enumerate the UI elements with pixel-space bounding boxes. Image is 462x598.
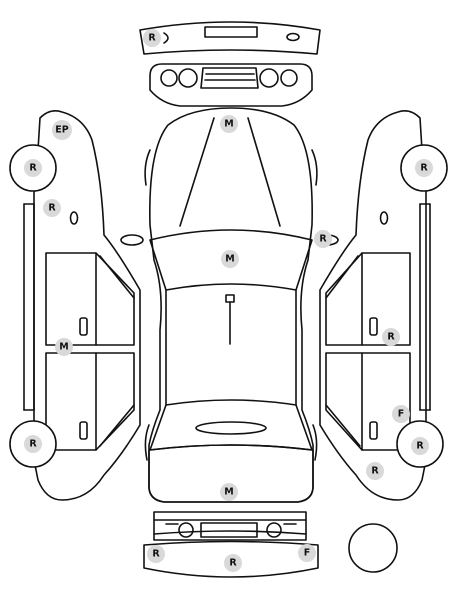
svg-text:R: R bbox=[420, 163, 428, 174]
svg-text:R: R bbox=[29, 163, 37, 174]
marker-left-fender-top[interactable]: EP bbox=[52, 120, 72, 140]
marker-right-front-wheel[interactable]: R bbox=[415, 159, 433, 177]
marker-rear-bumper-center[interactable]: R bbox=[224, 554, 242, 572]
marker-left-front-wheel[interactable]: R bbox=[24, 159, 42, 177]
marker-trunk[interactable]: M bbox=[220, 483, 238, 501]
marker-roof[interactable]: M bbox=[221, 250, 239, 268]
marker-right-rear-door[interactable]: R bbox=[382, 328, 400, 346]
car-body-top-view bbox=[144, 107, 318, 503]
rear-bumper[interactable] bbox=[143, 540, 319, 578]
svg-text:EP: EP bbox=[55, 125, 68, 136]
svg-text:R: R bbox=[371, 466, 379, 477]
svg-text:M: M bbox=[224, 487, 233, 498]
marker-rear-bumper-left[interactable]: R bbox=[147, 545, 165, 563]
svg-text:F: F bbox=[304, 548, 311, 559]
front-bumper[interactable] bbox=[139, 21, 321, 55]
marker-left-rocker[interactable]: M bbox=[55, 338, 73, 356]
svg-text:F: F bbox=[398, 409, 405, 420]
marker-left-rear-wheel[interactable]: R bbox=[24, 435, 42, 453]
svg-text:R: R bbox=[319, 234, 327, 245]
marker-front-bumper[interactable]: R bbox=[143, 29, 161, 47]
svg-text:R: R bbox=[48, 203, 56, 214]
svg-text:R: R bbox=[29, 439, 37, 450]
marker-right-rear-quarter[interactable]: F bbox=[392, 405, 410, 423]
svg-text:R: R bbox=[148, 33, 156, 44]
svg-text:R: R bbox=[152, 549, 160, 560]
svg-text:R: R bbox=[387, 332, 395, 343]
svg-text:M: M bbox=[225, 254, 234, 265]
svg-text:M: M bbox=[59, 342, 68, 353]
right-side-panel bbox=[319, 110, 431, 501]
left-side-panel bbox=[23, 110, 141, 501]
svg-text:M: M bbox=[224, 119, 233, 130]
svg-text:R: R bbox=[416, 441, 424, 452]
svg-text:R: R bbox=[229, 558, 237, 569]
marker-right-rear-wheel[interactable]: R bbox=[411, 437, 429, 455]
marker-rear-bumper-right[interactable]: F bbox=[298, 544, 316, 562]
front-fascia[interactable] bbox=[149, 63, 313, 107]
rear-fascia[interactable] bbox=[153, 511, 307, 541]
marker-right-rear-fender[interactable]: R bbox=[366, 462, 384, 480]
left-mirror[interactable] bbox=[120, 234, 144, 246]
marker-right-mirror[interactable]: R bbox=[314, 230, 332, 248]
marker-hood[interactable]: M bbox=[220, 115, 238, 133]
marker-left-front-fender[interactable]: R bbox=[43, 199, 61, 217]
spare-wheel[interactable] bbox=[348, 523, 398, 573]
